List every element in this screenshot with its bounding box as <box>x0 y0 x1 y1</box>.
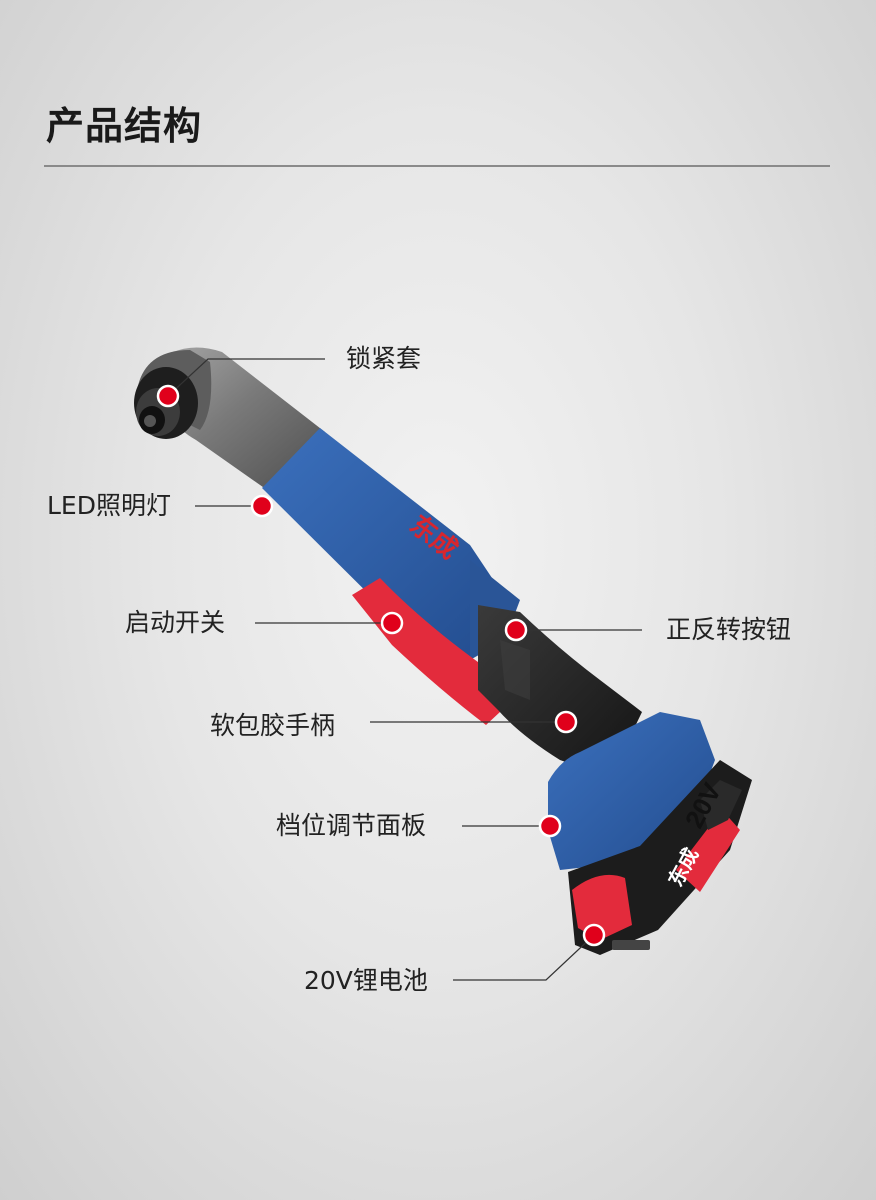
marker-led-light <box>250 494 274 518</box>
label-led-light: LED照明灯 <box>47 491 171 520</box>
marker-battery <box>582 923 606 947</box>
label-start-switch: 启动开关 <box>125 608 226 637</box>
marker-start-switch <box>380 611 404 635</box>
leader-line-lock-sleeve <box>167 358 325 397</box>
callout-markers <box>156 384 606 947</box>
tool-illustration <box>134 347 752 955</box>
label-soft-grip: 软包胶手柄 <box>210 711 336 740</box>
marker-reverse-button <box>504 618 528 642</box>
label-lock-sleeve: 锁紧套 <box>346 344 422 373</box>
leader-lines <box>167 358 642 981</box>
label-battery: 20V锂电池 <box>304 966 428 995</box>
label-gear-panel: 档位调节面板 <box>276 811 427 840</box>
marker-gear-panel <box>538 814 562 838</box>
leader-line-battery <box>453 934 595 981</box>
marker-soft-grip <box>554 710 578 734</box>
title-divider <box>44 165 830 167</box>
label-reverse-button: 正反转按钮 <box>666 615 792 644</box>
marker-lock-sleeve <box>156 384 180 408</box>
page-title: 产品结构 <box>46 104 203 148</box>
